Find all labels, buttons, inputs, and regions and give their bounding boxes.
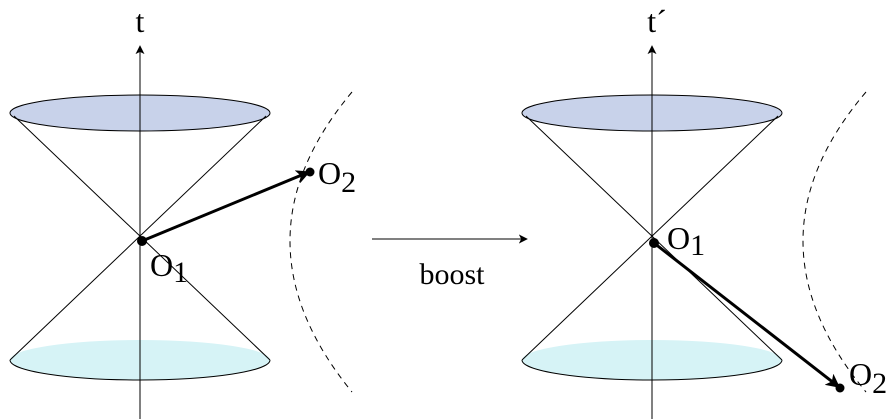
right-origin-label: O1 — [667, 220, 705, 262]
left-time-axis-label: t — [136, 3, 145, 39]
left-separation-vector — [141, 170, 311, 243]
left-origin-label: O1 — [150, 247, 188, 289]
left-second-event — [305, 167, 315, 177]
left-panel: t O1 O2 — [9, 3, 356, 419]
right-separation-vector — [653, 241, 841, 389]
boost-transition: boost — [372, 234, 528, 291]
left-event-label: O2 — [318, 155, 356, 199]
right-origin-event — [649, 238, 659, 248]
right-panel: t´ O1 O2 — [521, 3, 887, 419]
right-hyperbola — [802, 91, 867, 393]
right-event-label: O2 — [849, 356, 887, 400]
right-time-axis-label: t´ — [647, 3, 667, 39]
right-light-cone-line — [521, 115, 779, 361]
right-second-event — [835, 383, 845, 393]
left-origin-event — [137, 236, 147, 246]
boost-label: boost — [419, 258, 485, 291]
left-hyperbola — [289, 91, 353, 393]
